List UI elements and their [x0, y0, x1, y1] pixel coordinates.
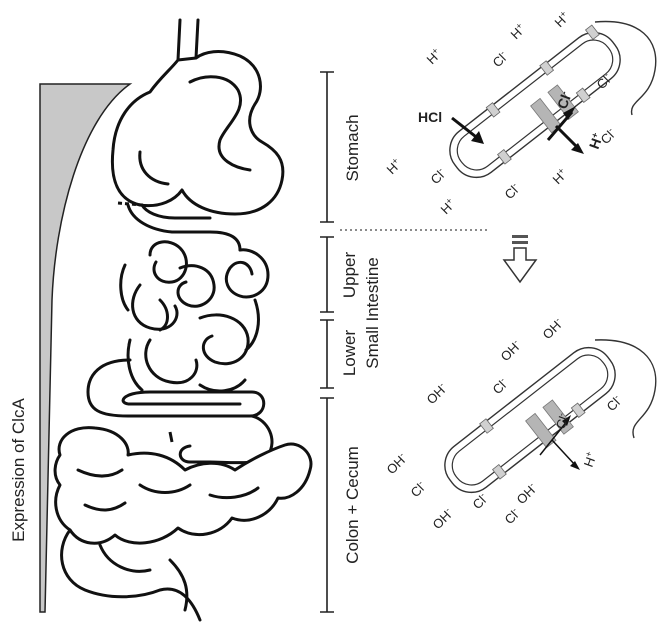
ion-oh-2: OH- [539, 315, 566, 342]
ion-oh-4: OH- [383, 450, 410, 477]
ion-cl-4: Cl- [427, 165, 449, 187]
segment-label-upper: Upper [340, 252, 359, 299]
ion-cl-9: Cl- [469, 490, 491, 512]
ion-cl-7: Cl- [603, 392, 625, 414]
segment-brackets [320, 72, 334, 612]
segment-label-colon-cecum: Colon + Cecum [343, 446, 362, 564]
ion-oh-5: OH- [513, 480, 540, 507]
ion-h-2: H+ [507, 20, 529, 42]
channel-ion-h-alkaline: H+ [580, 450, 600, 469]
ion-h-4: H+ [383, 155, 405, 177]
segment-label-lower: Lower [340, 330, 359, 377]
transition-arrow [504, 235, 536, 282]
hcl-label: HCl [418, 109, 442, 125]
ion-cl-10: Cl- [501, 505, 523, 527]
ion-h-5: H+ [437, 195, 459, 217]
segment-label-small-intestine: Small Intestine [363, 257, 382, 369]
ion-h-3: H+ [551, 8, 573, 30]
ion-oh-1: OH- [497, 337, 524, 364]
ion-cl-5: Cl- [501, 180, 523, 202]
ion-oh-3: OH- [423, 380, 450, 407]
ion-cl-8: Cl- [407, 478, 429, 500]
ion-cl-1: Cl- [489, 48, 511, 70]
segment-label-stomach: Stomach [343, 114, 362, 181]
expression-axis-label: Expression of ClcA [9, 398, 28, 542]
ion-oh-6: OH- [429, 505, 456, 532]
bacterium-acidic [439, 21, 656, 191]
ion-h-1: H+ [423, 45, 445, 67]
ion-cl-6: Cl- [489, 375, 511, 397]
ion-h-6: H+ [549, 165, 571, 187]
bacterium-alkaline [434, 336, 656, 506]
